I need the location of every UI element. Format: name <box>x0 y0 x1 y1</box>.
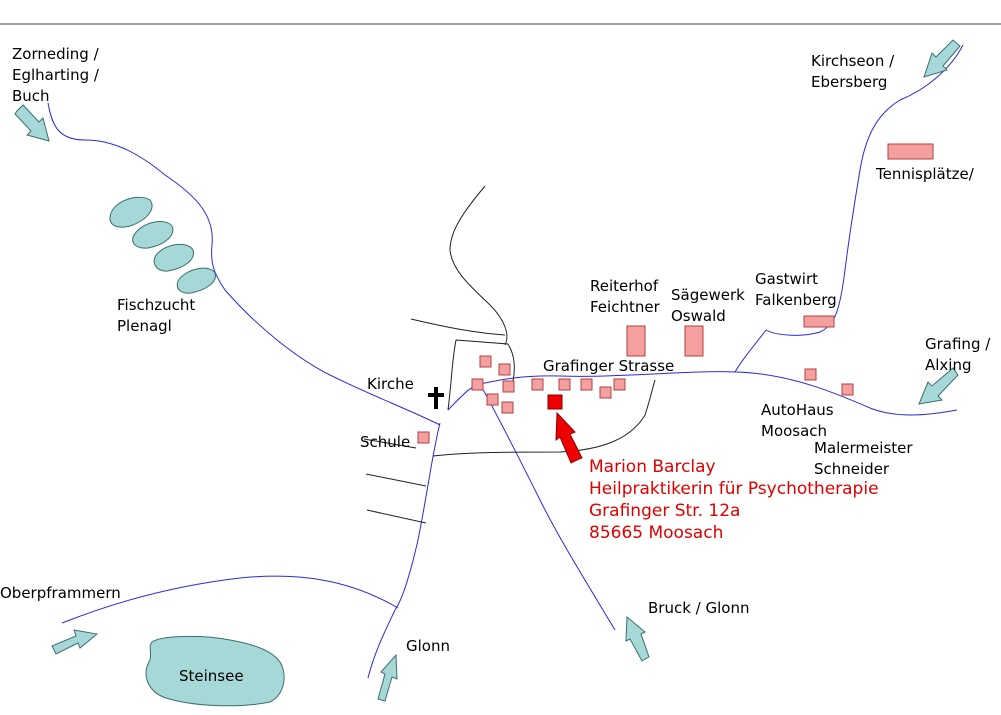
arrow-to-oberpframmern-icon <box>51 629 99 655</box>
address-title: Heilpraktikerin für Psychotherapie <box>589 479 879 499</box>
label-gastwirt: Gastwirt Falkenberg <box>755 269 837 311</box>
church-cross-icon <box>428 387 444 409</box>
malermeister-building <box>841 383 854 396</box>
road-zorneding <box>47 102 441 426</box>
arrow-to-bruck-icon <box>625 615 650 662</box>
gastwirt-building <box>803 315 835 328</box>
village-houses <box>471 355 626 414</box>
saegewerk-building <box>684 325 704 357</box>
pond-4 <box>176 267 216 294</box>
label-line: Ebersberg <box>811 73 888 91</box>
label-kirche: Kirche <box>367 375 414 393</box>
house <box>580 378 593 391</box>
road-glonn <box>367 422 441 679</box>
lane-stub-2 <box>365 473 427 487</box>
label-oberpframmern: Oberpframmern <box>0 584 121 602</box>
arrow-from-grafing-icon <box>918 367 959 405</box>
label-line: Falkenberg <box>755 291 837 309</box>
lane-church-loop <box>447 339 515 411</box>
lane-south-loop <box>432 379 656 457</box>
house <box>498 363 511 376</box>
lane-stub-1 <box>363 438 417 449</box>
label-malermeister: Malermeister Schneider <box>814 438 913 480</box>
direction-arrows <box>14 39 961 702</box>
label-line: Grafing / <box>925 335 991 353</box>
label-schule: Schule <box>360 433 411 451</box>
lane-north <box>449 185 508 346</box>
schule-building <box>417 431 430 444</box>
tennis-building <box>887 143 934 160</box>
label-saegewerk: Sägewerk Oswald <box>671 285 745 327</box>
pond-3 <box>153 243 194 272</box>
label-zorneding: Zorneding / Eglharting / Buch <box>12 44 99 107</box>
label-line: Gastwirt <box>755 270 818 288</box>
label-line: Kirchseon / <box>811 52 895 70</box>
target-building <box>547 394 563 410</box>
label-line: Feichtner <box>590 298 660 316</box>
arrow-to-kirchseon-icon <box>923 39 961 78</box>
pond-1 <box>109 196 153 228</box>
fischzucht-ponds <box>109 196 216 294</box>
house <box>613 378 626 391</box>
label-autohaus: AutoHaus Moosach <box>761 400 834 442</box>
lane-stub-3 <box>366 509 427 524</box>
house <box>531 378 544 391</box>
road-bruck <box>479 383 616 631</box>
label-line: Moosach <box>761 422 828 440</box>
label-kirchseon: Kirchseon / Ebersberg <box>811 51 894 93</box>
label-line: AutoHaus <box>761 401 834 419</box>
label-tennis: Tennisplätze/ <box>876 165 974 183</box>
address-street: Grafinger Str. 12a <box>589 501 741 521</box>
label-line: Schneider <box>814 460 890 478</box>
label-glonn: Glonn <box>406 637 450 655</box>
road-kirchseon <box>734 44 964 373</box>
arrow-to-glonn-icon <box>377 653 398 702</box>
house <box>486 393 499 406</box>
house <box>599 386 612 399</box>
arrow-from-zorneding-icon <box>14 104 50 142</box>
label-line: Buch <box>12 87 50 105</box>
house <box>501 401 514 414</box>
label-grafinger-strasse: Grafinger Strasse <box>543 357 675 375</box>
house <box>502 380 515 393</box>
steinsee-lake <box>145 635 285 707</box>
label-line: Alxing <box>925 356 972 374</box>
label-line: Plenagl <box>117 317 172 335</box>
reiterhof-building <box>626 325 646 357</box>
road-grafinger-strasse <box>447 371 958 416</box>
label-grafing: Grafing / Alxing <box>925 334 990 376</box>
label-line: Oswald <box>671 307 726 325</box>
pond-2 <box>132 221 174 249</box>
house <box>479 355 492 368</box>
label-line: Sägewerk <box>671 286 745 304</box>
label-line: Zorneding / <box>12 45 99 63</box>
autohaus-building <box>804 368 817 381</box>
address-city: 85665 Moosach <box>589 523 724 543</box>
label-line: Fischzucht <box>117 296 196 314</box>
label-reiterhof: Reiterhof Feichtner <box>590 276 660 318</box>
label-line: Eglharting / <box>12 66 99 84</box>
practice-address: Marion Barclay Heilpraktikerin für Psych… <box>589 456 879 544</box>
label-line: Reiterhof <box>590 277 659 295</box>
label-steinsee: Steinsee <box>179 667 244 685</box>
label-bruck: Bruck / Glonn <box>648 599 750 617</box>
road-oberpframmern <box>61 575 399 624</box>
house <box>558 378 571 391</box>
lane-west <box>410 318 506 336</box>
pointer-arrow-icon <box>555 411 583 464</box>
address-name: Marion Barclay <box>589 457 716 477</box>
label-line: Malermeister <box>814 439 913 457</box>
house <box>471 378 484 391</box>
label-fischzucht: Fischzucht Plenagl <box>117 295 195 337</box>
